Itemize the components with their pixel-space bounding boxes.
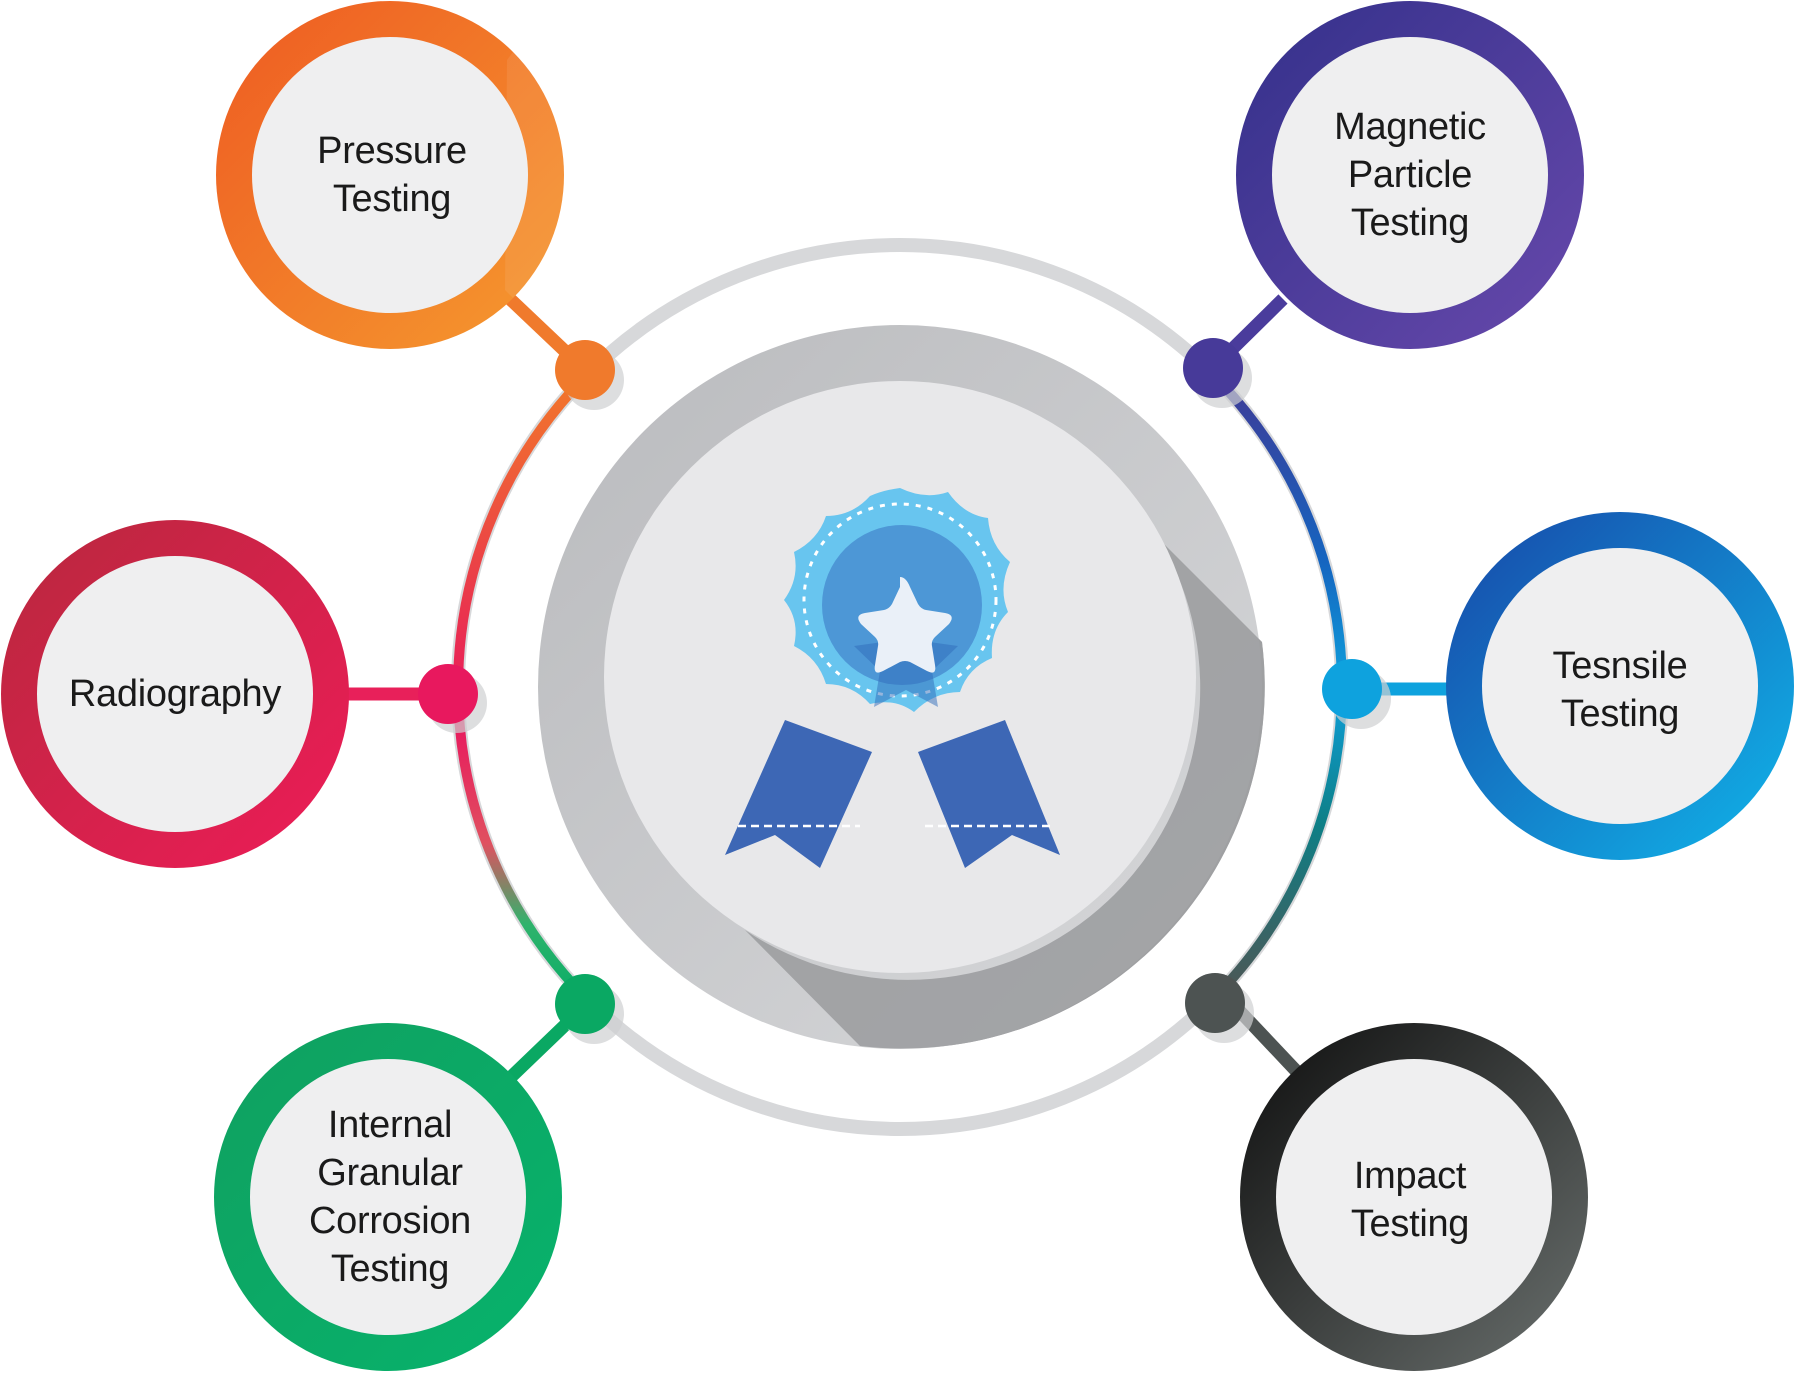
award-ribbon-star-icon [725, 488, 1060, 868]
node-tensile [1446, 512, 1794, 860]
node-pressure [216, 1, 564, 349]
label-pressure: Pressure Testing [317, 130, 467, 220]
label-impact: Impact Testing [1350, 1155, 1470, 1245]
label-radiography: Radiography [68, 673, 282, 715]
label-magnetic: Magnetic Particle Testing [1334, 106, 1486, 244]
label-tensile: Tesnsile Testing [1552, 645, 1688, 735]
connector-dots [418, 338, 1391, 1044]
node-radiography [1, 520, 349, 868]
node-impact [1240, 1023, 1588, 1371]
node-magnetic [1236, 1, 1584, 349]
node-igc [214, 1023, 562, 1371]
label-igc: Internal Granular Corrosion Testing [308, 1104, 472, 1290]
